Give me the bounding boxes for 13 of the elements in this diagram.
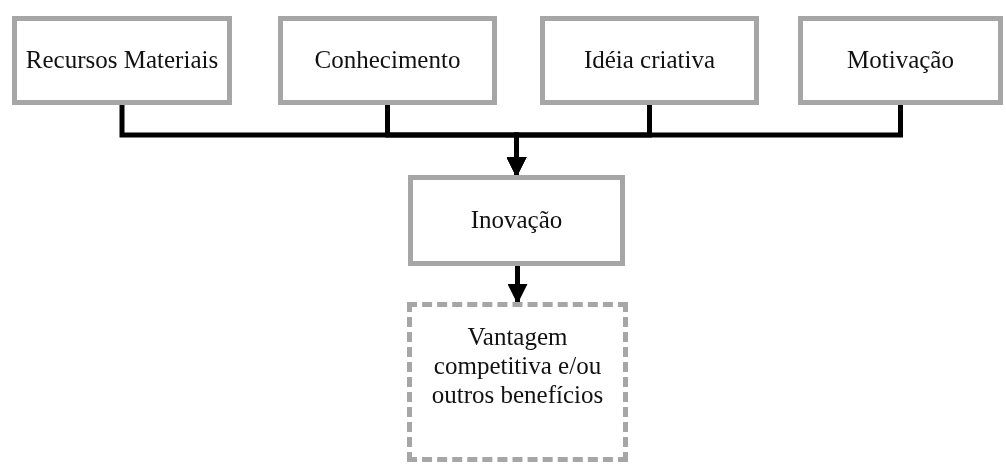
input-box bbox=[278, 16, 497, 105]
input-box bbox=[798, 16, 1003, 105]
input-box bbox=[540, 16, 759, 105]
box-label: Recursos Materiais bbox=[24, 46, 220, 75]
box-label: Motivação bbox=[846, 46, 955, 75]
input-box bbox=[12, 16, 232, 105]
box-label: Conhecimento bbox=[313, 46, 462, 75]
arrow bbox=[507, 266, 528, 304]
box-label: Idéia criativa bbox=[582, 46, 717, 75]
box-label: Vantagem competitiva e/ou outros benefícios bbox=[430, 323, 605, 410]
box-label: Inovação bbox=[469, 206, 564, 235]
result-box bbox=[407, 302, 628, 462]
process-box bbox=[408, 175, 625, 266]
